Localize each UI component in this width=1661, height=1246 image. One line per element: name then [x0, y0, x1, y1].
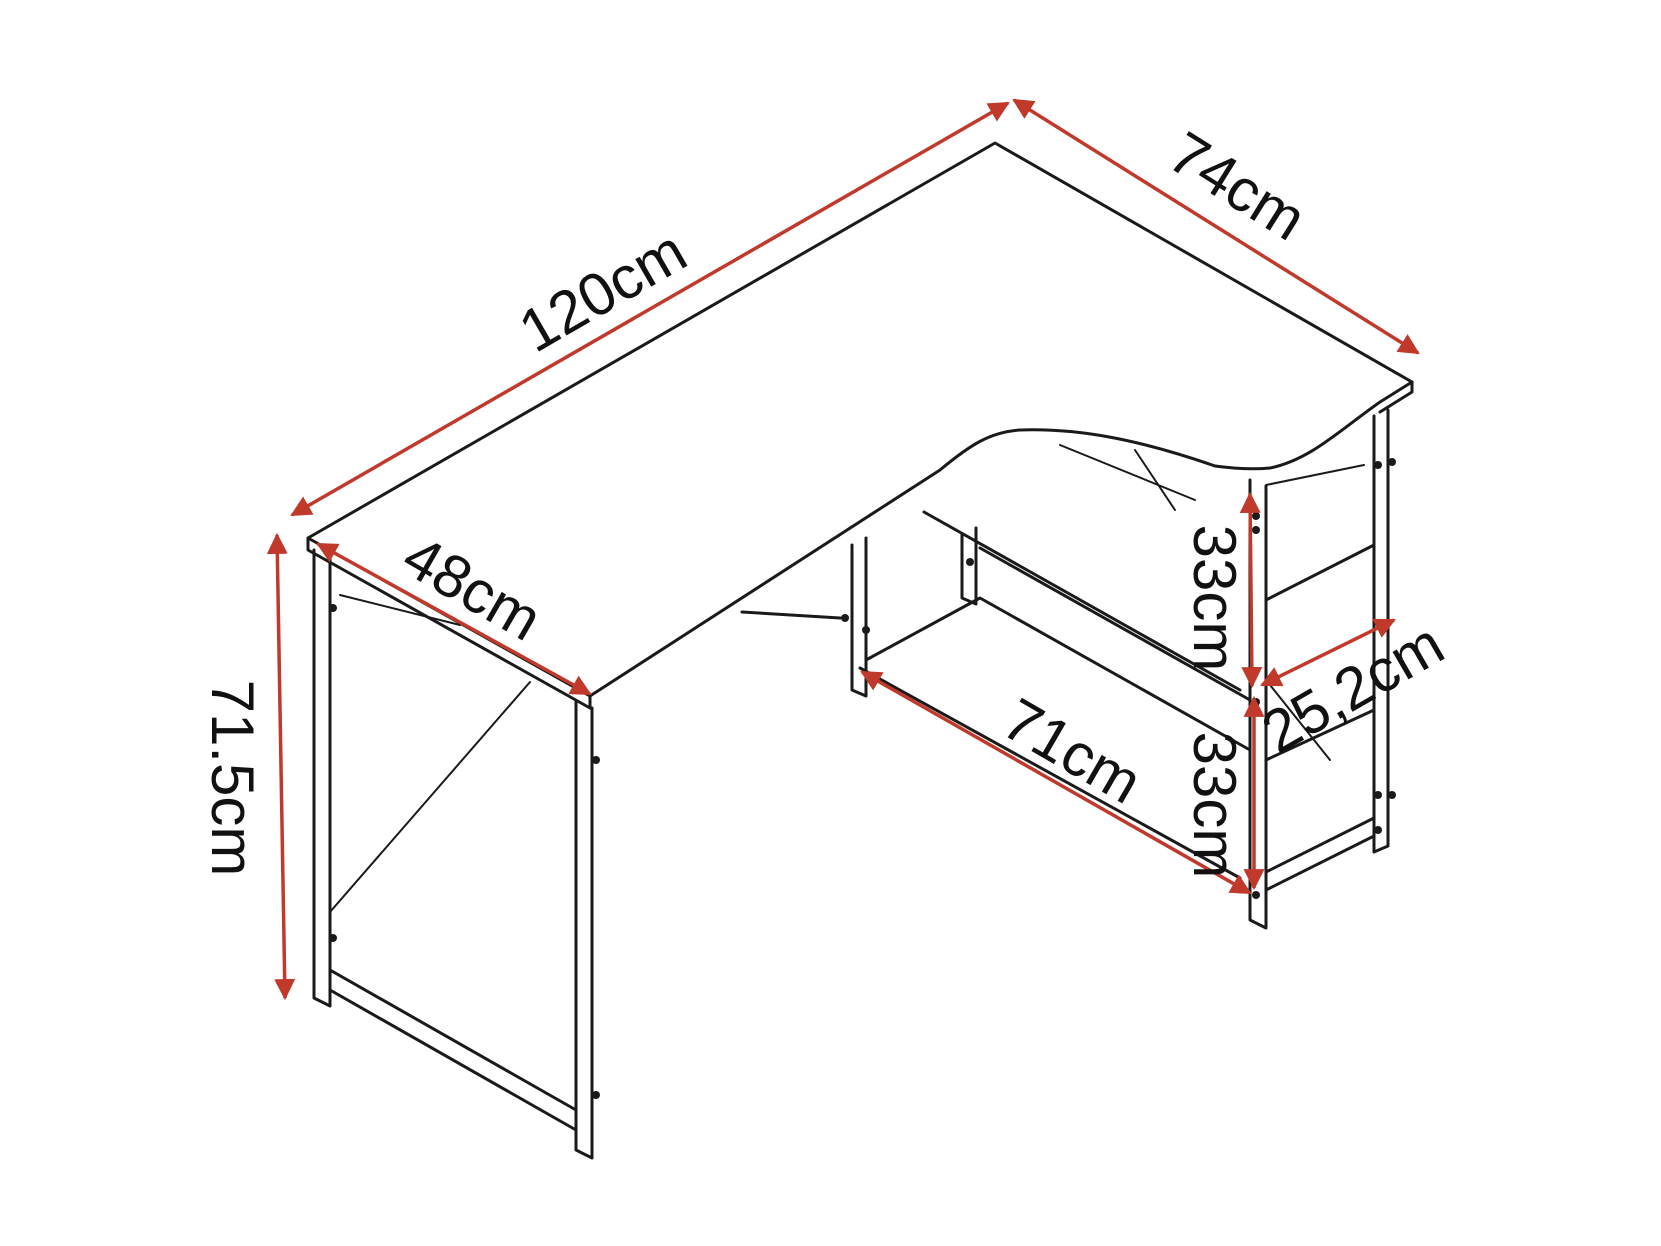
dimension-label-length: 120cm [508, 217, 697, 365]
desk-top-edge-return [1378, 380, 1414, 414]
dimension-line-return-depth [1012, 98, 1420, 355]
dimension-line-shelf-width [860, 670, 1252, 895]
dimension-label-shelf-depth: 25,2cm [1251, 610, 1455, 766]
left-leg-frame [312, 548, 600, 1160]
dimension-label-lower-shelf-gap: 33cm [1181, 732, 1248, 879]
dimension-line-upper-shelf-gap [1239, 491, 1263, 689]
dimension-label-return-depth: 74cm [1158, 119, 1318, 254]
dimension-line-shelf-depth [1260, 618, 1396, 687]
dimension-line-height [266, 532, 296, 1001]
dimension-label-shelf-width: 71cm [992, 685, 1153, 816]
dimension-label-desk-depth: 48cm [392, 522, 553, 653]
shelf-unit [858, 408, 1396, 930]
dimension-line-length [290, 101, 1010, 517]
dimension-label-height: 71.5cm [199, 680, 266, 877]
dimension-line-desk-depth [316, 542, 592, 696]
dimension-label-upper-shelf-gap: 33cm [1181, 525, 1248, 672]
middle-leg-frame [740, 526, 978, 698]
